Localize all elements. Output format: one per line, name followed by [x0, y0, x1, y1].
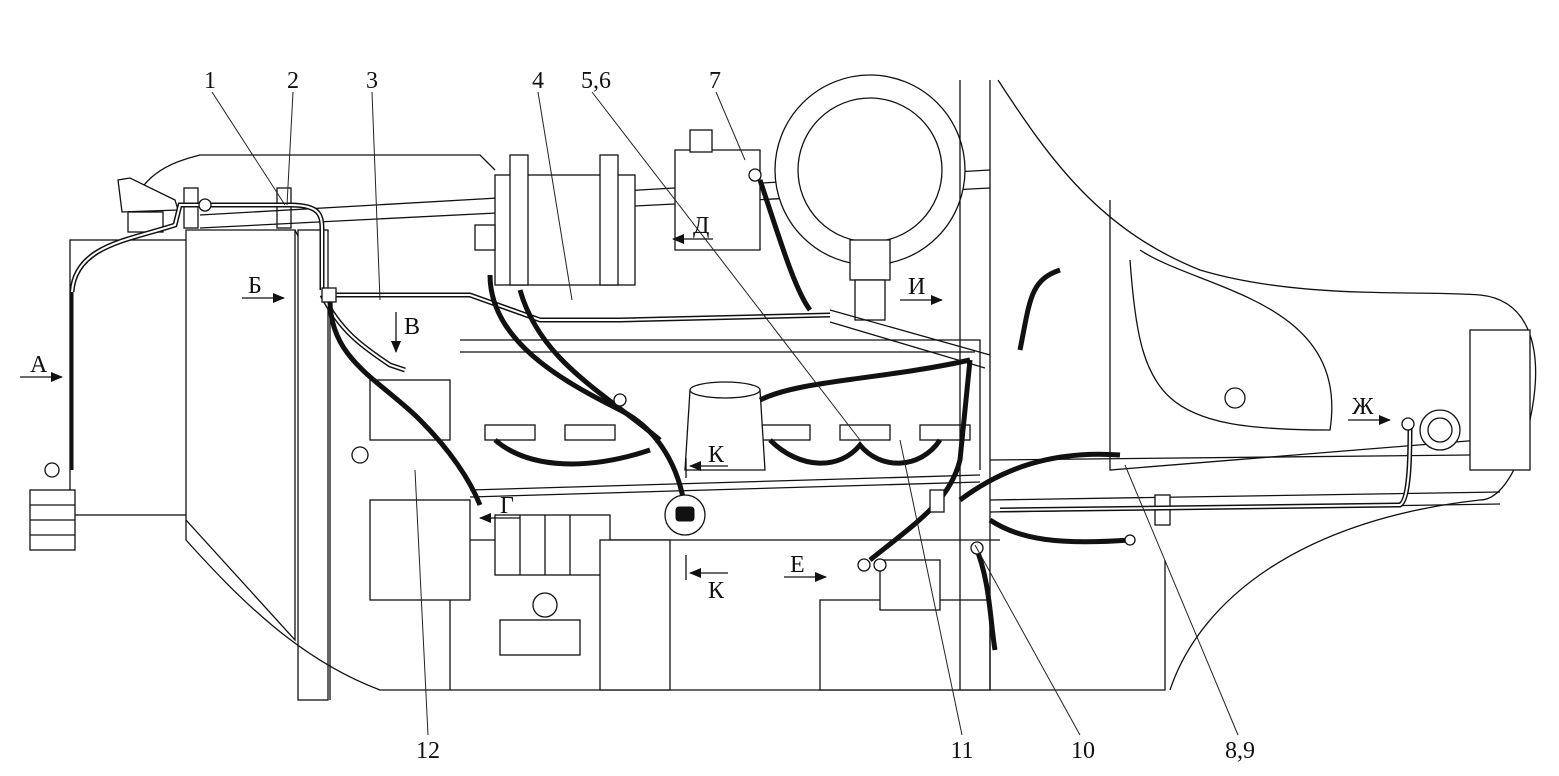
- leader-10: [974, 544, 1081, 736]
- view-marker-A: А: [20, 352, 63, 382]
- svg-text:А: А: [30, 352, 48, 378]
- view-marker-K-upper: К: [685, 442, 728, 478]
- svg-text:К: К: [708, 578, 725, 604]
- svg-text:И: И: [908, 274, 925, 300]
- view-marker-ZH: Ж: [1348, 394, 1391, 425]
- harness-connectors: [198, 168, 1415, 572]
- svg-text:Ж: Ж: [1352, 394, 1374, 420]
- leader-12: [414, 469, 429, 736]
- view-marker-I: И: [900, 274, 943, 305]
- engine-block-outline: [185, 339, 1166, 691]
- callout-11: 11: [950, 738, 973, 764]
- callout-10: 10: [1071, 738, 1095, 764]
- leader-4: [537, 91, 573, 301]
- view-marker-E: Е: [784, 552, 827, 582]
- callout-1: 1: [204, 68, 216, 94]
- view-marker-G: Г: [479, 493, 520, 523]
- callout-7: 7: [709, 68, 721, 94]
- leader-7: [715, 91, 746, 161]
- svg-text:Е: Е: [790, 552, 805, 578]
- callout-12: 12: [416, 738, 440, 764]
- svg-text:К: К: [708, 442, 725, 468]
- callout-leaders: [211, 91, 1239, 736]
- leader-2: [286, 91, 294, 206]
- leader-11: [899, 439, 963, 736]
- callout-labels: 1 2 3 4 5,6 7 12 11 10 8,9: [204, 68, 1255, 764]
- svg-text:Д: Д: [693, 213, 709, 239]
- callout-5-6: 5,6: [581, 68, 611, 94]
- svg-text:Г: Г: [500, 493, 514, 519]
- callout-8-9: 8,9: [1225, 738, 1255, 764]
- leader-1: [211, 91, 286, 206]
- view-marker-K-lower: К: [685, 555, 728, 604]
- svg-text:Б: Б: [248, 273, 262, 299]
- callout-3: 3: [366, 68, 378, 94]
- view-marker-B: Б: [242, 273, 285, 303]
- radiator-assembly: [29, 154, 496, 701]
- view-marker-D: Д: [672, 213, 713, 244]
- air-cleaner-and-intake: [199, 74, 1537, 691]
- leader-8-9: [1124, 464, 1239, 736]
- leader-5-6: [591, 91, 861, 441]
- callout-4: 4: [532, 68, 544, 94]
- view-markers: А Б В Г Д Е Ж И: [20, 213, 1391, 604]
- view-marker-V: В: [391, 312, 420, 353]
- wiring-harness: [69, 179, 1413, 651]
- svg-text:В: В: [404, 314, 420, 340]
- callout-2: 2: [287, 68, 299, 94]
- leader-3: [371, 91, 381, 301]
